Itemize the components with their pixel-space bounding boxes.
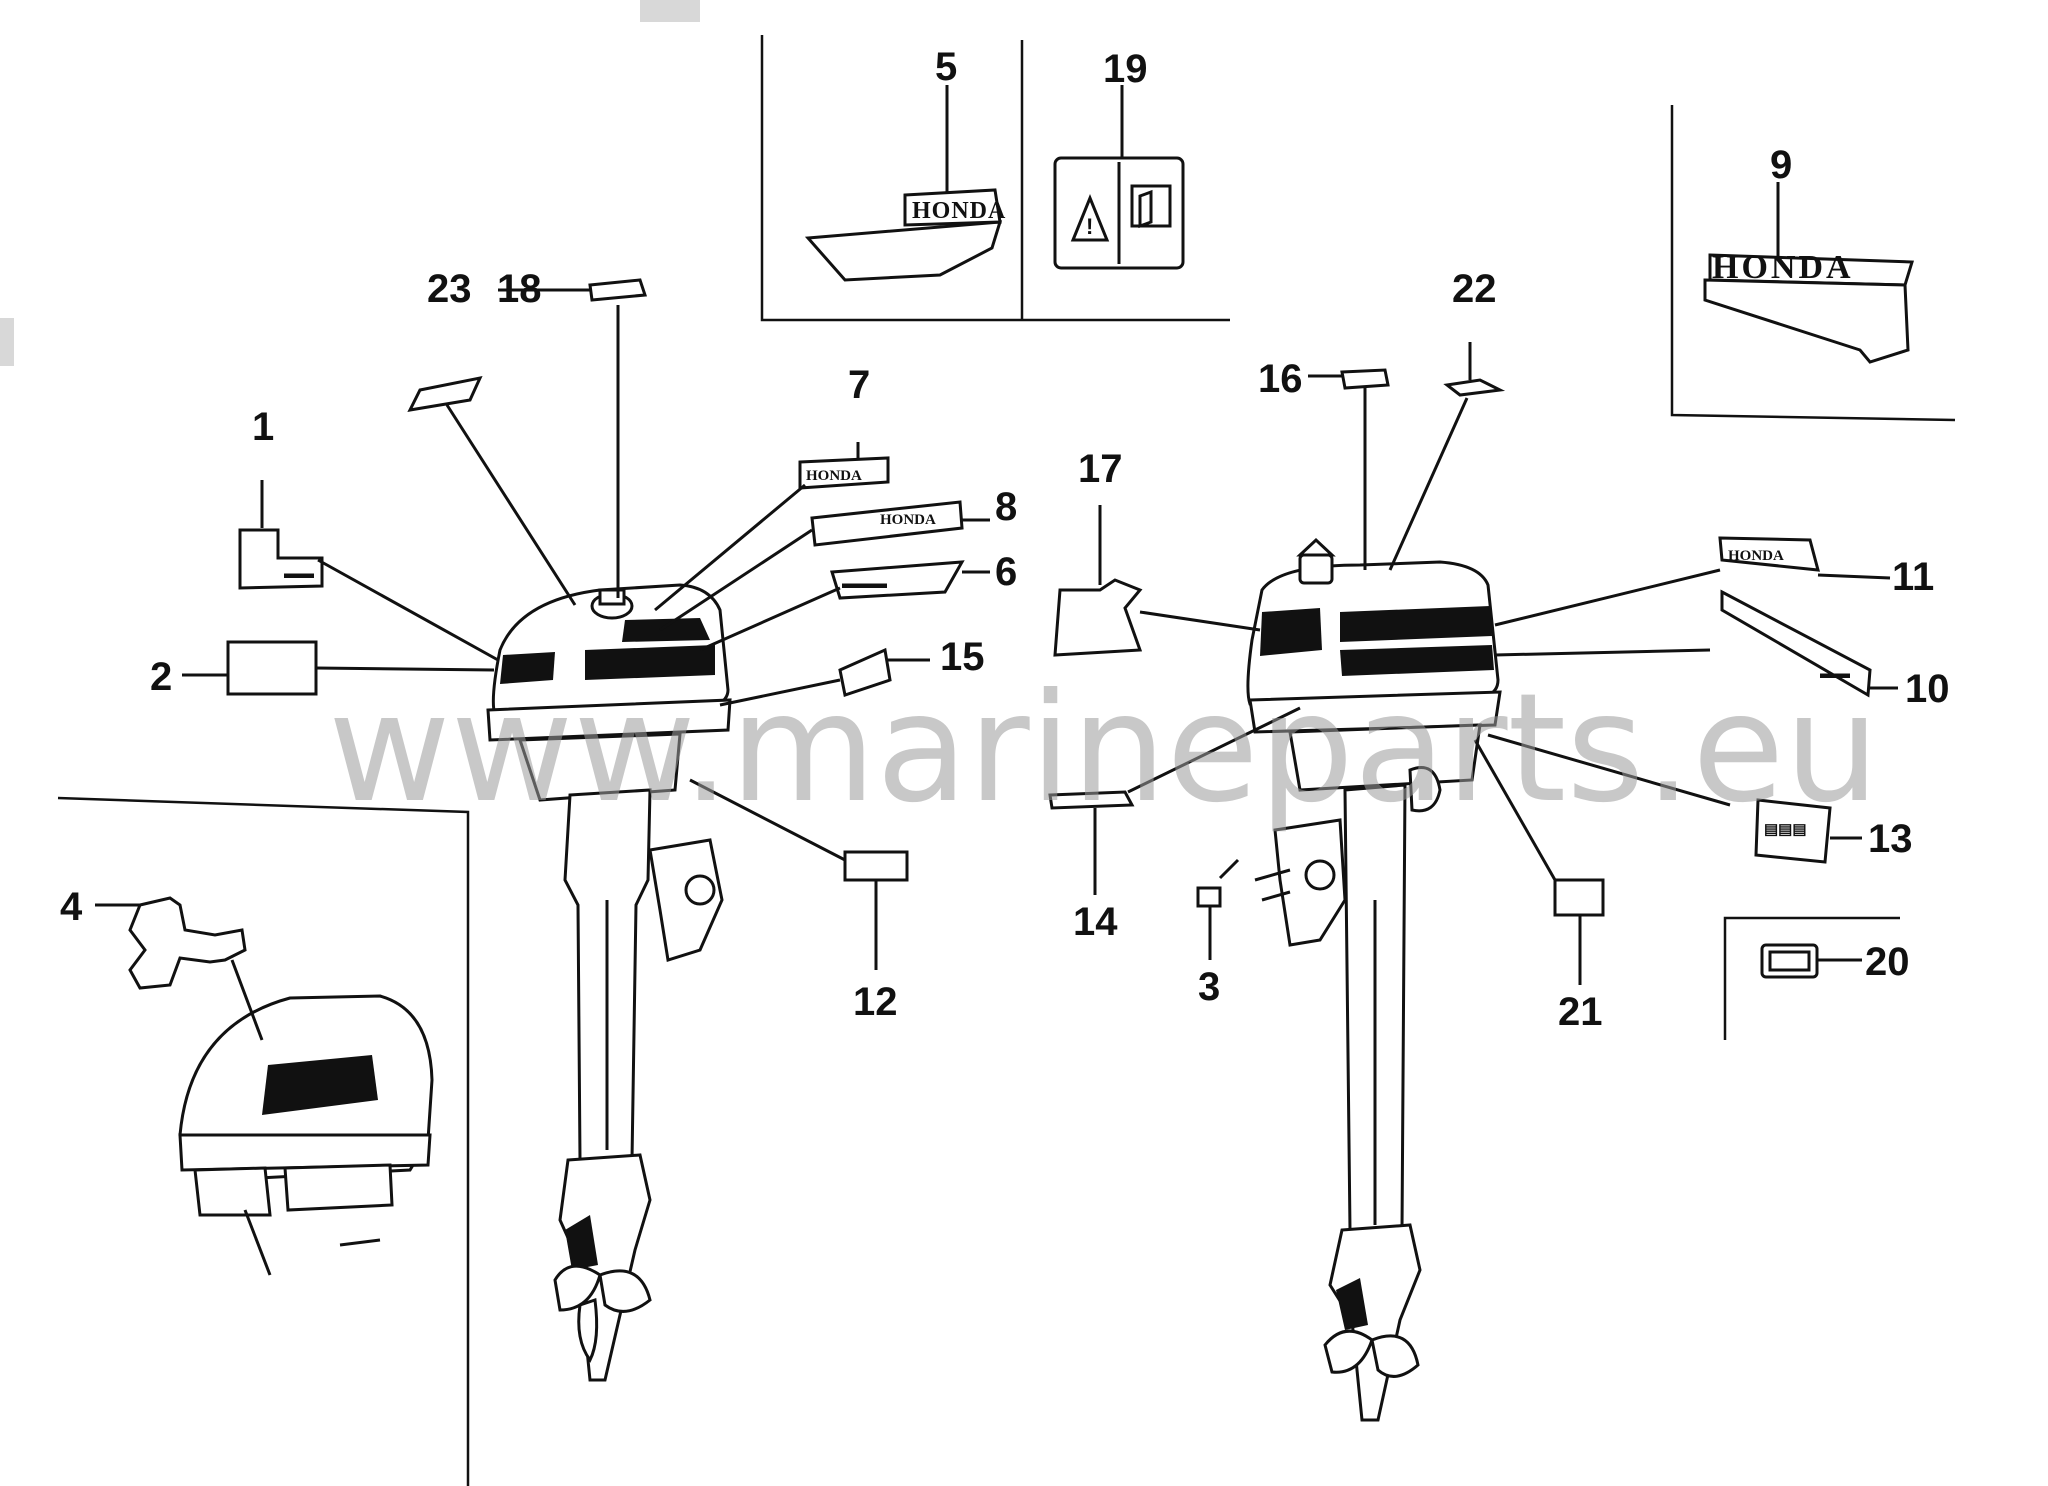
warning-icon: ! bbox=[1086, 214, 1093, 239]
decal-11-brand: HONDA bbox=[1728, 548, 1784, 564]
box-frames bbox=[57, 35, 1956, 1486]
right-decals: HONDA ▬▬ ▤▤▤ bbox=[1048, 368, 1872, 979]
callout-9: 9 bbox=[1770, 143, 1792, 187]
callout-8: 8 bbox=[995, 485, 1017, 529]
decal-10-mark: ▬▬ bbox=[1820, 666, 1850, 682]
callout-22: 22 bbox=[1452, 267, 1497, 311]
callout-4: 4 bbox=[60, 885, 83, 929]
left-decals: ▬▬ HONDA HONDA ▬▬▬ bbox=[226, 278, 965, 882]
callout-7: 7 bbox=[848, 363, 870, 407]
callout-6: 6 bbox=[995, 550, 1017, 594]
top-right-box: HONDA bbox=[1703, 182, 1915, 364]
callout-17: 17 bbox=[1078, 447, 1123, 491]
decal-6-mark: ▬▬▬ bbox=[842, 576, 887, 592]
callout-5-faint: 5 bbox=[935, 45, 957, 89]
callout-14: 14 bbox=[1073, 900, 1118, 944]
callout-numbers: 23 18 1 2 7 8 6 15 12 4 9 22 16 17 11 10… bbox=[60, 143, 1950, 1034]
watermark-text: www.marineparts.eu bbox=[328, 662, 1880, 836]
callout-1: 1 bbox=[252, 405, 274, 449]
decal-5-brand: HONDA bbox=[912, 198, 1006, 224]
decal-7-brand: HONDA bbox=[806, 468, 862, 484]
decal-9-brand: HONDA bbox=[1712, 249, 1854, 286]
callout-21: 21 bbox=[1558, 990, 1603, 1034]
callout-13: 13 bbox=[1868, 817, 1913, 861]
left-outboard-engine bbox=[486, 583, 732, 1382]
callout-23: 23 bbox=[427, 267, 472, 311]
callout-18: 18 bbox=[497, 267, 542, 311]
inset-engine-cowl bbox=[128, 896, 434, 1276]
callout-10: 10 bbox=[1905, 667, 1950, 711]
callout-3: 3 bbox=[1198, 965, 1220, 1009]
edge-mark-top bbox=[640, 0, 700, 22]
callout-12: 12 bbox=[853, 980, 898, 1024]
leader-lines bbox=[95, 288, 1898, 985]
callout-16: 16 bbox=[1258, 357, 1303, 401]
callout-2: 2 bbox=[150, 655, 172, 699]
decal-8-brand: HONDA bbox=[880, 512, 936, 528]
top-center-box: 5 HONDA 19 ! bbox=[804, 45, 1185, 282]
edge-mark-left bbox=[0, 318, 14, 366]
callout-19-faint: 19 bbox=[1103, 47, 1148, 91]
callout-15: 15 bbox=[940, 635, 985, 679]
right-outboard-engine bbox=[1246, 537, 1502, 1422]
callout-11: 11 bbox=[1892, 555, 1934, 599]
decal-13-mark: ▤▤▤ bbox=[1764, 822, 1807, 838]
callout-20: 20 bbox=[1865, 940, 1910, 984]
decal-1-mark: ▬▬ bbox=[284, 566, 314, 582]
